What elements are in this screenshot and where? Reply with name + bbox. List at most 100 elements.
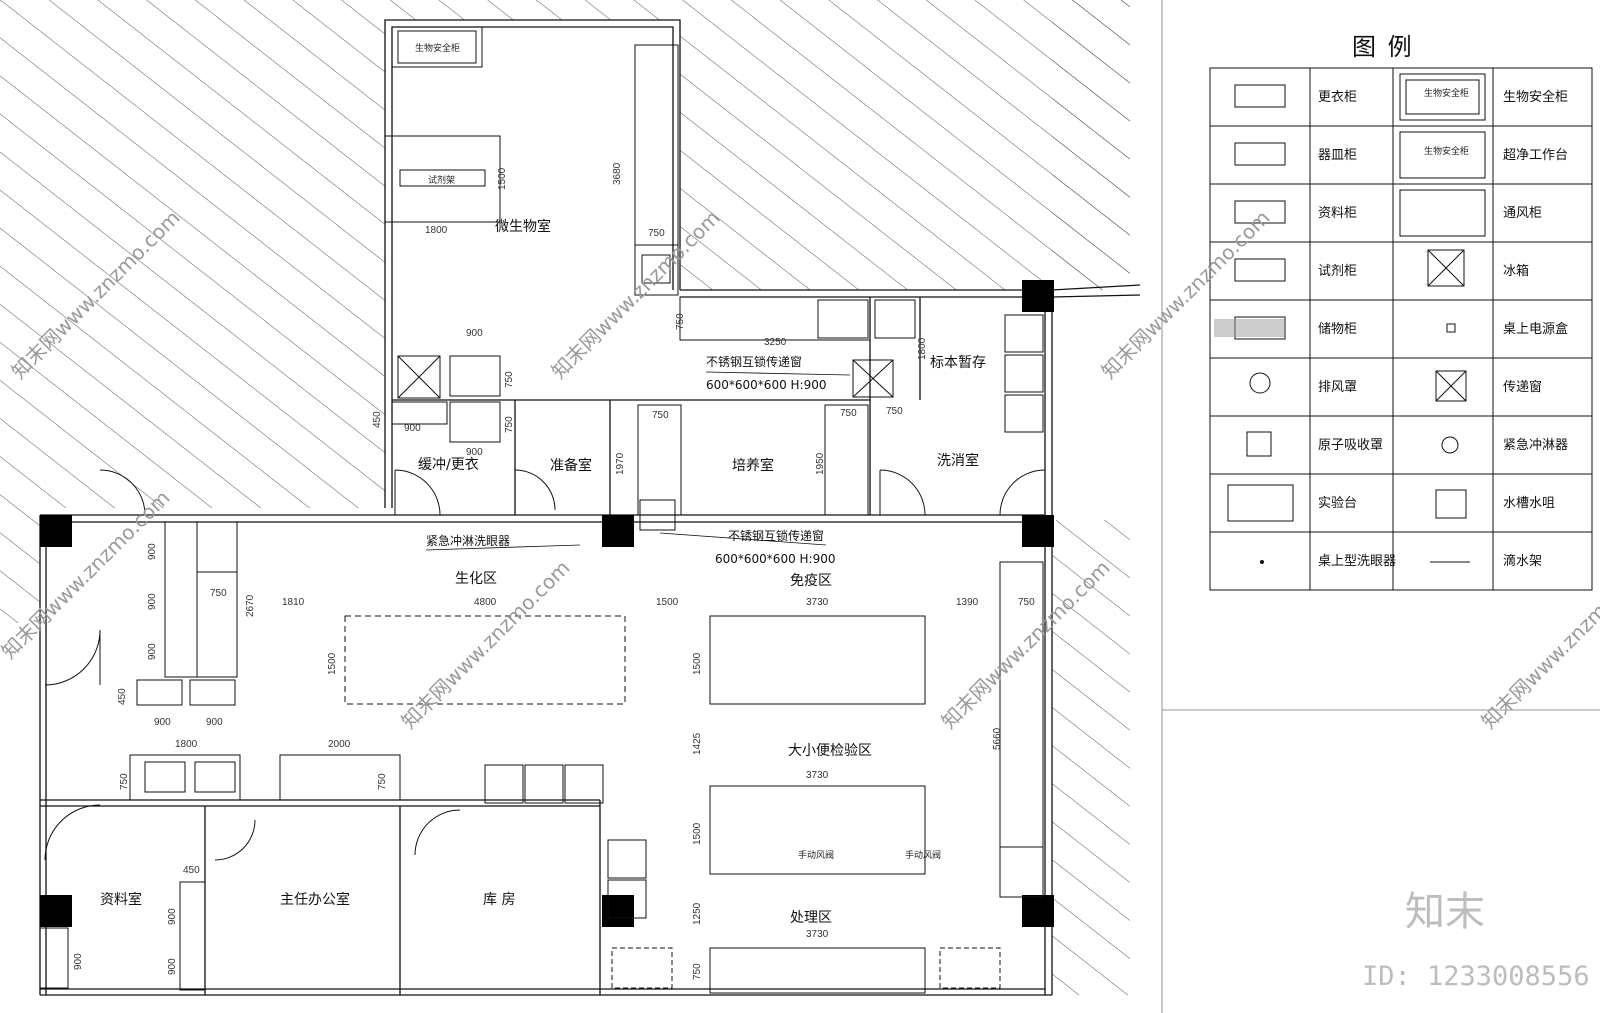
- dim-1250: 1250: [692, 902, 703, 925]
- dim-900-b: 900: [404, 423, 421, 434]
- dim-450-a: 450: [372, 411, 383, 428]
- dim-5660: 5660: [992, 727, 1003, 750]
- manual-valve-1: 手动风阀: [798, 849, 834, 861]
- dim-750-d: 750: [675, 313, 686, 330]
- room-buffer: 缓冲/更衣: [418, 457, 479, 473]
- room-biochem: 生化区: [455, 571, 497, 587]
- watermark-id: ID: 1233008556: [1362, 961, 1590, 992]
- room-labels: 微生物室 缓冲/更衣 准备室 培养室 标本暂存 洗消室 生化区 免疫区 大小便检…: [100, 218, 986, 926]
- room-microbiology: 微生物室: [495, 218, 551, 235]
- dim-2000: 2000: [328, 739, 351, 750]
- doors: [44, 469, 1046, 861]
- dim-750-k: 750: [377, 773, 388, 790]
- dim-1800-top: 1800: [425, 225, 448, 236]
- dim-1500-v2: 1500: [327, 652, 338, 675]
- legend-label-7: 冰箱: [1503, 263, 1529, 279]
- legend-label-15: 水槽水咀: [1503, 496, 1555, 511]
- dim-1800-v: 1800: [917, 337, 928, 360]
- legend-label-14: 实验台: [1318, 495, 1357, 511]
- legend-mini-clean: 生物安全柜: [1424, 145, 1469, 157]
- dim-450-c: 450: [183, 865, 200, 876]
- watermark-logo: 知末: [1405, 889, 1485, 935]
- room-culture: 培养室: [732, 457, 774, 474]
- dim-900-e: 900: [206, 717, 223, 728]
- legend-mini-bsc: 生物安全柜: [1424, 87, 1469, 99]
- legend-label-4: 资料柜: [1318, 206, 1357, 221]
- legend-title: 图 例: [1352, 33, 1414, 61]
- legend-label-16: 桌上型洗眼器: [1318, 554, 1396, 569]
- room-prep: 准备室: [550, 457, 592, 474]
- reagent-rack-label: 试剂架: [428, 174, 455, 186]
- manual-valve-2: 手动风阀: [905, 849, 941, 861]
- legend: 图 例: [1209, 33, 1593, 591]
- room-stool-urine: 大小便检验区: [788, 743, 872, 759]
- legend-label-10: 排风罩: [1318, 380, 1357, 395]
- room-processing: 处理区: [790, 910, 832, 926]
- pass-window-1-spec: 600*600*600 H:900: [706, 378, 827, 392]
- dim-1500-v4: 1500: [692, 822, 703, 845]
- dim-1500-v3: 1500: [692, 652, 703, 675]
- dim-900-f: 900: [167, 908, 178, 925]
- legend-label-13: 紧急冲淋器: [1503, 438, 1568, 453]
- legend-label-12: 原子吸收罩: [1318, 438, 1383, 453]
- legend-label-1: 生物安全柜: [1503, 89, 1568, 105]
- dim-1970: 1970: [615, 452, 626, 475]
- pass-window-2-note: 不锈钢互锁传递窗: [728, 528, 824, 543]
- dim-3730-b: 3730: [806, 770, 829, 781]
- dim-1425: 1425: [692, 732, 703, 755]
- legend-label-17: 滴水架: [1503, 553, 1542, 569]
- watermark-7: 知末网www.znzmo.com: [1477, 556, 1600, 734]
- bsc-label: 生物安全柜: [415, 42, 460, 54]
- pass-window-2-spec: 600*600*600 H:900: [715, 552, 836, 566]
- dim-4800: 4800: [474, 597, 497, 608]
- dim-750-g: 750: [886, 406, 903, 417]
- dim-1950: 1950: [815, 452, 826, 475]
- room-disinfect: 洗消室: [937, 452, 979, 469]
- room-storeroom: 库 房: [483, 892, 515, 908]
- dim-900-l2: 900: [147, 593, 158, 610]
- dim-2670: 2670: [245, 594, 256, 617]
- dim-750-e: 750: [652, 410, 669, 421]
- dim-750-j: 750: [119, 773, 130, 790]
- legend-label-2: 器皿柜: [1318, 148, 1357, 163]
- room-immuno: 免疫区: [790, 573, 832, 589]
- legend-label-11: 传递窗: [1503, 379, 1542, 395]
- dim-3250: 3250: [764, 337, 787, 348]
- dim-900-g: 900: [167, 958, 178, 975]
- dim-1390: 1390: [956, 597, 979, 608]
- dim-1500-h: 1500: [656, 597, 679, 608]
- hatched-exterior: [0, 0, 1130, 995]
- room-sample-store: 标本暂存: [930, 355, 986, 371]
- dim-750-c: 750: [504, 416, 515, 433]
- annotations: 不锈钢互锁传递窗 600*600*600 H:900 不锈钢互锁传递窗 600*…: [415, 42, 941, 861]
- dim-750-l: 750: [692, 963, 703, 980]
- legend-label-9: 桌上电源盒: [1503, 321, 1568, 337]
- dim-900-a: 900: [466, 328, 483, 339]
- dim-1800-b: 1800: [175, 739, 198, 750]
- legend-label-0: 更衣柜: [1318, 89, 1357, 105]
- dim-1810: 1810: [282, 597, 305, 608]
- pass-window-1-note: 不锈钢互锁传递窗: [706, 354, 802, 369]
- legend-label-6: 试剂柜: [1318, 264, 1357, 279]
- legend-label-8: 储物柜: [1318, 322, 1357, 337]
- dim-900-h: 900: [73, 953, 84, 970]
- dim-900-l3: 900: [147, 643, 158, 660]
- dim-750-b: 750: [504, 371, 515, 388]
- dim-750-a: 750: [648, 228, 665, 239]
- dim-900-c: 900: [466, 447, 483, 458]
- legend-label-5: 通风柜: [1503, 206, 1542, 221]
- dim-750-f: 750: [840, 408, 857, 419]
- dim-3730-a: 3730: [806, 597, 829, 608]
- dim-1500-v: 1500: [497, 167, 508, 190]
- dim-750-i: 750: [1018, 597, 1035, 608]
- dim-3730-c: 3730: [806, 929, 829, 940]
- dim-450-b: 450: [117, 688, 128, 705]
- structural-columns: [40, 280, 1054, 927]
- legend-label-3: 超净工作台: [1503, 148, 1568, 163]
- dim-900-d: 900: [154, 717, 171, 728]
- eyewash-note: 紧急冲淋洗眼器: [426, 533, 510, 548]
- dimensions: 1800 1500 3680 750 900 750 750 450 900 9…: [73, 162, 1035, 980]
- dim-3680: 3680: [612, 162, 623, 185]
